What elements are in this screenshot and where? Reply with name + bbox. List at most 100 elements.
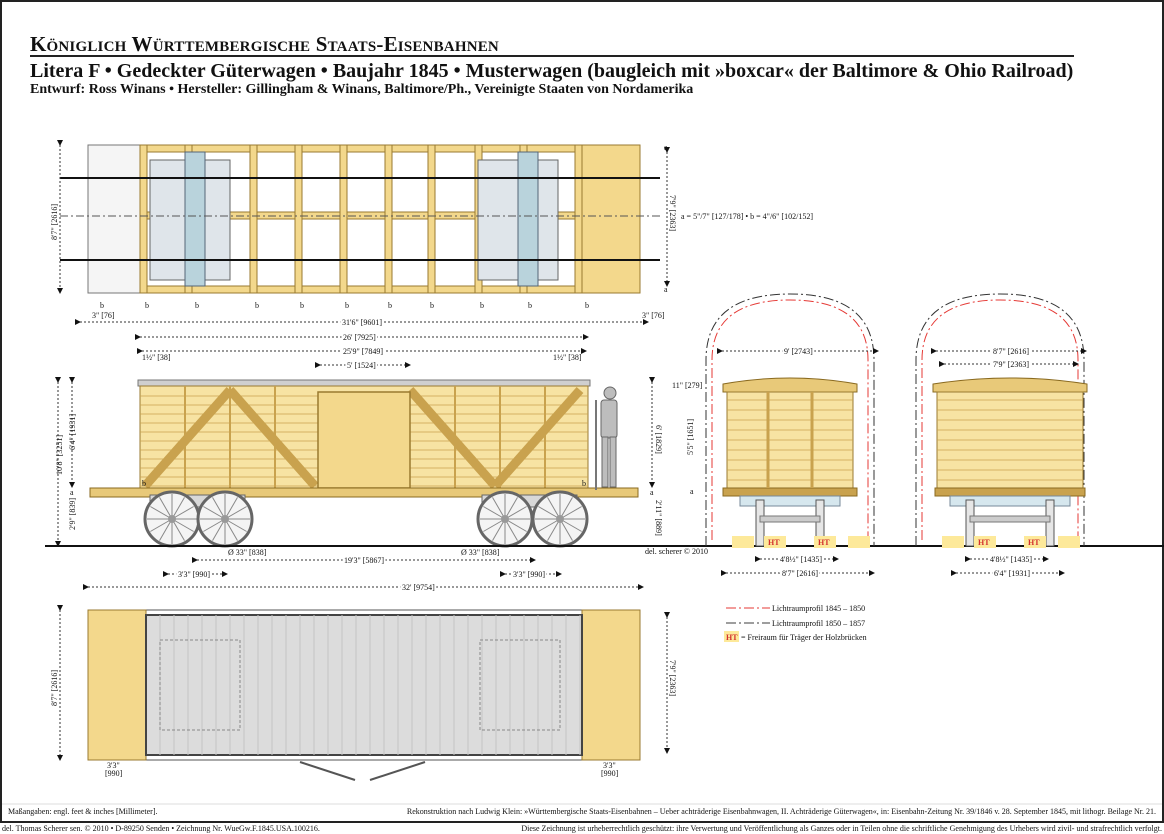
end-right-roof: [932, 377, 1088, 393]
dim-b-mark: b: [528, 301, 532, 310]
side-view: 26' [7925] 25'9" [7849] 1½" [38] 1½" [38…: [45, 331, 1164, 594]
legend: Lichtraumprofil 1845 – 1850 Lichtraumpro…: [724, 604, 867, 642]
profile-1845-right: [921, 299, 1079, 540]
dim-body-height-label: 6'4" [1931]: [68, 414, 77, 450]
dim-end-left-base-label: 8'7" [2616]: [782, 569, 818, 578]
dim-total-height-label: 10'8" [3251]: [55, 435, 64, 475]
dim-b-mark: b: [585, 301, 589, 310]
page-title: Königlich Württembergische Staats-Eisenb…: [30, 32, 499, 56]
legend-ht-label: HT: [726, 633, 738, 642]
footer-copyright: Diese Zeichnung ist urheberrechtlich ges…: [521, 824, 1162, 833]
wheel-hub: [501, 515, 509, 523]
wheel-hub: [168, 515, 176, 523]
dim-buffer-height-label: 2'11" [889]: [654, 500, 663, 536]
bottom-truck-outline: [159, 639, 241, 731]
end-left-sill: [722, 487, 858, 497]
end-wheel: [755, 499, 765, 547]
end-wheel: [1045, 499, 1055, 547]
top-crossbeam: [339, 144, 348, 294]
wheel-spoke: [203, 506, 226, 520]
credits-line: Entwurf: Ross Winans • Hersteller: Gilli…: [30, 82, 694, 97]
ht-clearance-box: [732, 536, 754, 548]
dim-top-a-lower: a: [664, 285, 668, 294]
dim-body-length-label: 26' [7925]: [343, 333, 376, 342]
ht-clearance-box: [974, 536, 996, 548]
drawing-signature: del. scherer © 2010: [645, 547, 708, 556]
top-left-end-platform: [87, 144, 141, 294]
dim-top-end-right: 3" [76]: [642, 311, 665, 320]
dim-wheel-left-label: Ø 33" [838]: [228, 548, 267, 557]
dim-side-a-right: a: [650, 488, 654, 497]
wheel-spoke: [212, 497, 226, 520]
wheel-spoke: [171, 518, 194, 532]
dim-end-right-width-outer-label: 8'7" [2616]: [993, 347, 1029, 356]
wheel-spoke: [171, 506, 194, 520]
side-sliding-door[interactable]: [317, 391, 411, 489]
top-crossbeam: [384, 144, 393, 294]
top-side-sill-lower: [139, 285, 583, 294]
dim-b-mark: b: [195, 301, 199, 310]
title-rule: [30, 55, 1074, 57]
side-brace-left-1: [141, 387, 234, 489]
wheel-spoke: [559, 506, 582, 520]
dim-roof-rise-label: 11" [279]: [672, 381, 703, 390]
dim-inner-length-label: 25'9" [7849]: [343, 347, 383, 356]
dim-bottom-end-left-mm: [990]: [105, 769, 123, 778]
ht-label: HT: [1028, 538, 1040, 547]
profile-1850-right: [915, 293, 1085, 546]
end-right-bolster: [949, 495, 1071, 507]
dim-bottom-end-right-mm: [990]: [601, 769, 619, 778]
dim-top-width-outer-label: 8'7" [2616]: [50, 204, 59, 240]
dim-end-right-gauge-label: 4'8½" [1435]: [990, 555, 1032, 564]
footer-units: Maßangaben: engl. feet & inches [Millime…: [8, 807, 158, 816]
top-right-end-platform: [581, 144, 641, 294]
wheel-spoke: [224, 518, 238, 541]
wheel-spoke: [224, 506, 247, 520]
end-axle: [969, 515, 1051, 523]
bottom-floor: [145, 614, 583, 756]
ht-label: HT: [768, 538, 780, 547]
side-brace-right-2: [491, 387, 584, 489]
end-left-bolster: [739, 495, 841, 507]
profile-1850-left: [705, 293, 875, 546]
wheel-spoke: [492, 497, 506, 520]
ht-label: HT: [818, 538, 830, 547]
dim-top-end-left: 3" [76]: [92, 311, 115, 320]
dim-top-length-label: 31'6" [9601]: [342, 318, 382, 327]
wheel-spoke: [212, 518, 226, 541]
wheel-spoke: [559, 518, 573, 541]
wheel-spoke: [150, 518, 173, 532]
wheel-spoke: [504, 518, 518, 541]
dim-person-height-label: 6' [1829]: [654, 425, 663, 454]
wheel-spoke: [483, 518, 506, 532]
dim-wheelbase-right-label: 3'3" [990]: [513, 570, 545, 579]
end-wheel: [965, 499, 975, 547]
wheel-spoke: [159, 497, 173, 520]
dim-b-mark: b: [145, 301, 149, 310]
wheel-spoke: [483, 506, 506, 520]
dim-side-height-label: 5'5" [1651]: [686, 419, 695, 455]
wheel-spoke: [559, 518, 582, 532]
dim-side-b-left: b: [142, 479, 146, 488]
dim-wheel-right-label: Ø 33" [838]: [461, 548, 500, 557]
dim-bottom-end-right-ft: 3'3": [603, 761, 616, 770]
legend-label-1845: Lichtraumprofil 1845 – 1850: [772, 604, 865, 613]
top-left-bolster: [184, 151, 206, 287]
dim-end-left-width-label: 9' [2743]: [784, 347, 813, 356]
wheel-spoke: [171, 497, 185, 520]
dim-bottom-end-left-ft: 3'3": [107, 761, 120, 770]
page-subtitle: Litera F • Gedeckter Güterwagen • Baujah…: [30, 60, 1074, 82]
dim-b-mark: b: [100, 301, 104, 310]
bottom-right-end: [581, 609, 641, 761]
wheel-spoke: [538, 518, 561, 532]
side-roof: [137, 379, 591, 387]
top-crossbeam: [139, 144, 148, 294]
dim-end-a: a: [690, 487, 694, 496]
bottom-truck-outline: [479, 639, 561, 731]
footer-source: Rekonstruktion nach Ludwig Klein: »Württ…: [406, 807, 1156, 816]
bottom-door-left: [299, 761, 356, 781]
wheel-spoke: [547, 497, 561, 520]
